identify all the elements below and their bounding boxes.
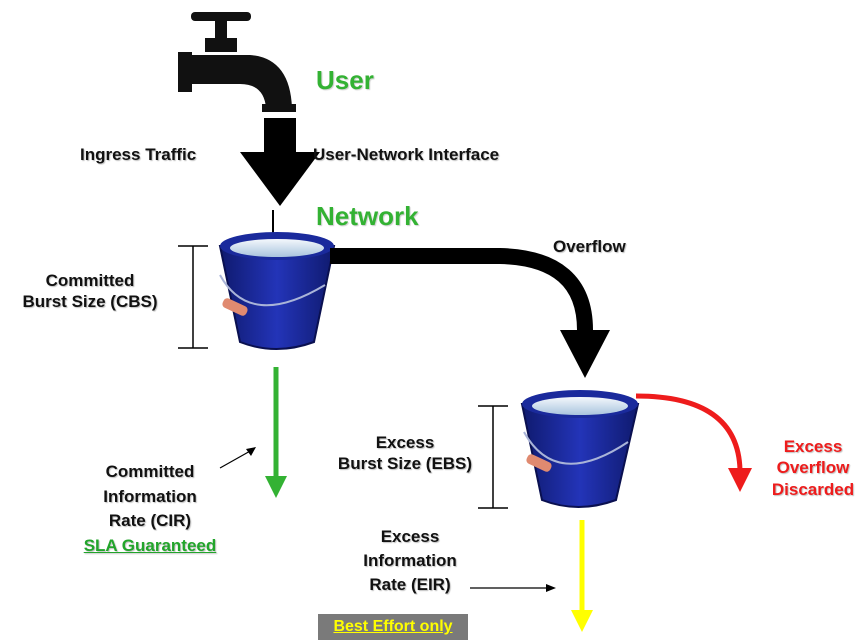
eir-label: Excess Information Rate (EIR) [330, 525, 490, 596]
cir-label-line3: Rate (CIR) [108, 511, 192, 531]
ebs-label-line1: Excess [375, 433, 435, 452]
eir-label-line2: Information [363, 550, 457, 570]
cbs-label: Committed Burst Size (CBS) [8, 270, 172, 313]
cir-label-line2: Information [103, 486, 197, 506]
discard-label: Excess Overflow Discarded [758, 436, 868, 500]
eir-label-line1: Excess [380, 527, 440, 546]
cbs-label-line2: Burst Size (CBS) [22, 292, 158, 312]
ingress-arrow [240, 118, 320, 206]
excess-bucket-icon [520, 390, 640, 508]
cir-label-line1: Committed [105, 462, 195, 481]
cbs-label-line1: Committed [45, 271, 135, 290]
sla-guaranteed-link[interactable]: SLA Guaranteed [83, 535, 217, 555]
discard-label-line1: Excess [783, 437, 843, 456]
eir-pointer-arrow [470, 584, 556, 592]
discard-label-line3: Discarded [771, 479, 855, 499]
cir-label: Committed Information Rate (CIR) SLA Gua… [60, 460, 240, 559]
overflow-label: Overflow [553, 237, 626, 256]
ebs-label-line2: Burst Size (EBS) [337, 454, 473, 474]
committed-bucket-icon [218, 232, 336, 350]
overflow-arrow [330, 248, 610, 378]
uni-label: User-Network Interface [313, 145, 500, 164]
ebs-label: Excess Burst Size (EBS) [330, 432, 480, 475]
best-effort-badge[interactable]: Best Effort only [318, 614, 468, 640]
user-label: User [316, 65, 374, 95]
discard-arrow [635, 393, 752, 492]
eir-arrow [571, 520, 593, 632]
eir-label-line3: Rate (EIR) [369, 574, 451, 594]
cir-pointer-arrow [219, 447, 256, 469]
discard-label-line2: Overflow [776, 458, 850, 478]
cbs-dimension-marker [178, 245, 208, 349]
ebs-dimension-marker [478, 405, 508, 509]
cir-arrow [265, 367, 287, 498]
network-label: Network [316, 201, 419, 231]
ingress-traffic-label: Ingress Traffic [80, 145, 197, 164]
faucet-icon [178, 12, 296, 112]
